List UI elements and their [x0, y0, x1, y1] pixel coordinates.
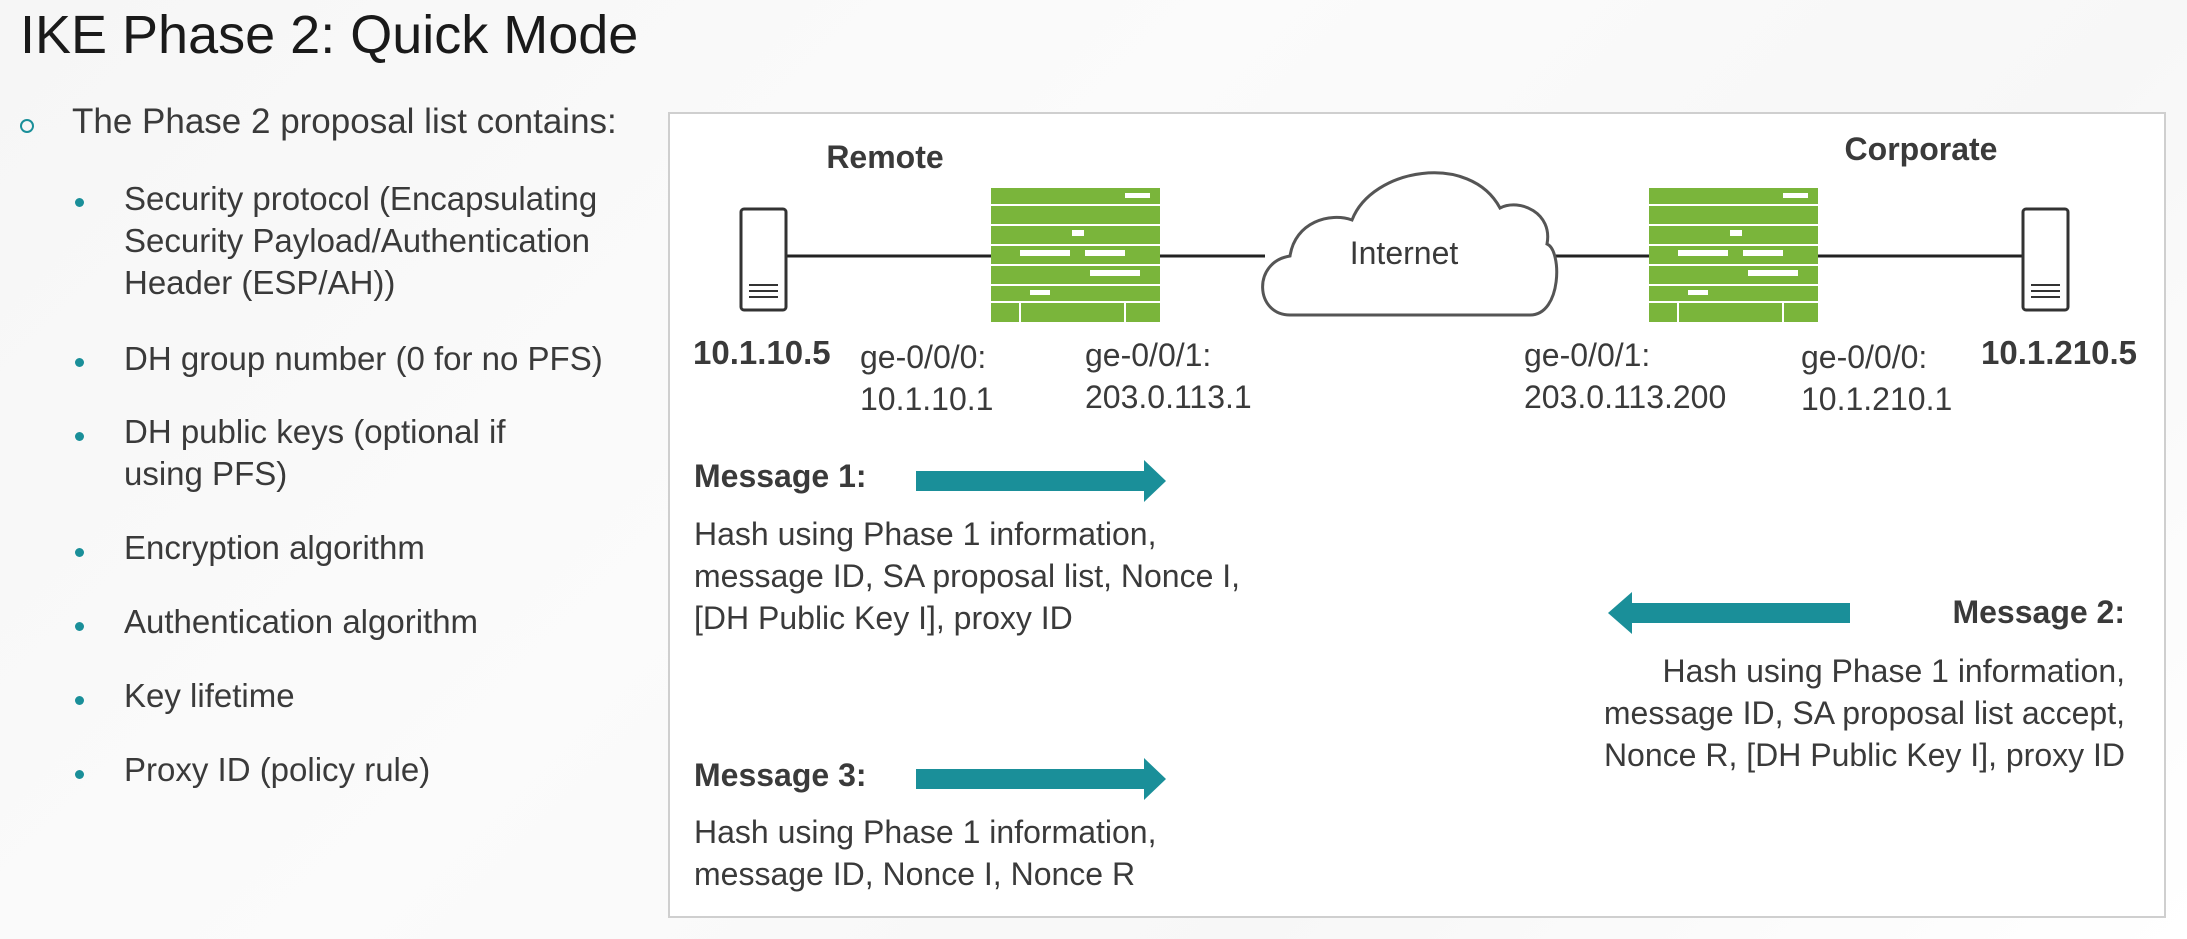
list-item-proxy-id: Proxy ID (policy rule) [124, 751, 431, 788]
message3-title: Message 3: [694, 757, 867, 793]
remote-if0-ip: 10.1.10.1 [860, 381, 993, 417]
message2-line: Hash using Phase 1 information, [1663, 653, 2125, 689]
message2-line: message ID, SA proposal list accept, [1604, 695, 2125, 731]
list-item-encryption: Encryption algorithm [124, 529, 425, 566]
list-item-security-protocol: Security protocol (Encapsulating Securit… [124, 180, 598, 301]
circle-bullet-icon [20, 119, 34, 133]
corp-if1-ip: 203.0.113.200 [1524, 379, 1726, 415]
corporate-site-label: Corporate [1845, 131, 1998, 167]
remote-host-icon [739, 207, 788, 312]
corp-if0-name: ge-0/0/0: [1801, 339, 1927, 375]
bullet-dot-icon [75, 198, 84, 207]
internet-cloud-icon [1261, 171, 1559, 317]
message3-line: message ID, Nonce I, Nonce R [694, 856, 1135, 892]
left-arrow-icon [1608, 592, 1850, 634]
corporate-router-icon [1649, 188, 1818, 322]
list-item-key-lifetime: Key lifetime [124, 677, 295, 714]
remote-host-ip: 10.1.10.5 [693, 334, 831, 371]
message3-line: Hash using Phase 1 information, [694, 814, 1156, 850]
intro-text: The Phase 2 proposal list contains: [72, 102, 617, 141]
corporate-host-ip: 10.1.210.5 [1981, 334, 2137, 371]
remote-if1-ip: 203.0.113.1 [1085, 379, 1252, 415]
bullet-dot-icon [75, 622, 84, 631]
bullet-dot-icon [75, 432, 84, 441]
list-item-dh-public-keys: DH public keys (optional if using PFS) [124, 413, 506, 492]
right-arrow-icon [916, 460, 1166, 502]
corp-if1-name: ge-0/0/1: [1524, 337, 1650, 373]
corp-if0-ip: 10.1.210.1 [1801, 381, 1952, 417]
corporate-host-icon [2021, 207, 2070, 312]
message1-line: [DH Public Key I], proxy ID [694, 600, 1073, 636]
remote-router-icon [991, 188, 1160, 322]
message1-line: Hash using Phase 1 information, [694, 516, 1156, 552]
remote-site-label: Remote [826, 139, 943, 175]
right-arrow-icon [916, 758, 1166, 800]
bullet-dot-icon [75, 358, 84, 367]
remote-if1-name: ge-0/0/1: [1085, 337, 1211, 373]
list-item-dh-group: DH group number (0 for no PFS) [124, 340, 603, 377]
page-title: IKE Phase 2: Quick Mode [20, 5, 639, 65]
cloud-label: Internet [1350, 235, 1459, 271]
bullet-dot-icon [75, 770, 84, 779]
message2-title: Message 2: [1952, 594, 2125, 630]
message1-line: message ID, SA proposal list, Nonce I, [694, 558, 1240, 594]
message2-line: Nonce R, [DH Public Key I], proxy ID [1604, 737, 2125, 773]
bullet-dot-icon [75, 696, 84, 705]
bullet-dot-icon [75, 548, 84, 557]
message1-title: Message 1: [694, 458, 867, 494]
remote-if0-name: ge-0/0/0: [860, 339, 986, 375]
list-item-authentication: Authentication algorithm [124, 603, 479, 640]
